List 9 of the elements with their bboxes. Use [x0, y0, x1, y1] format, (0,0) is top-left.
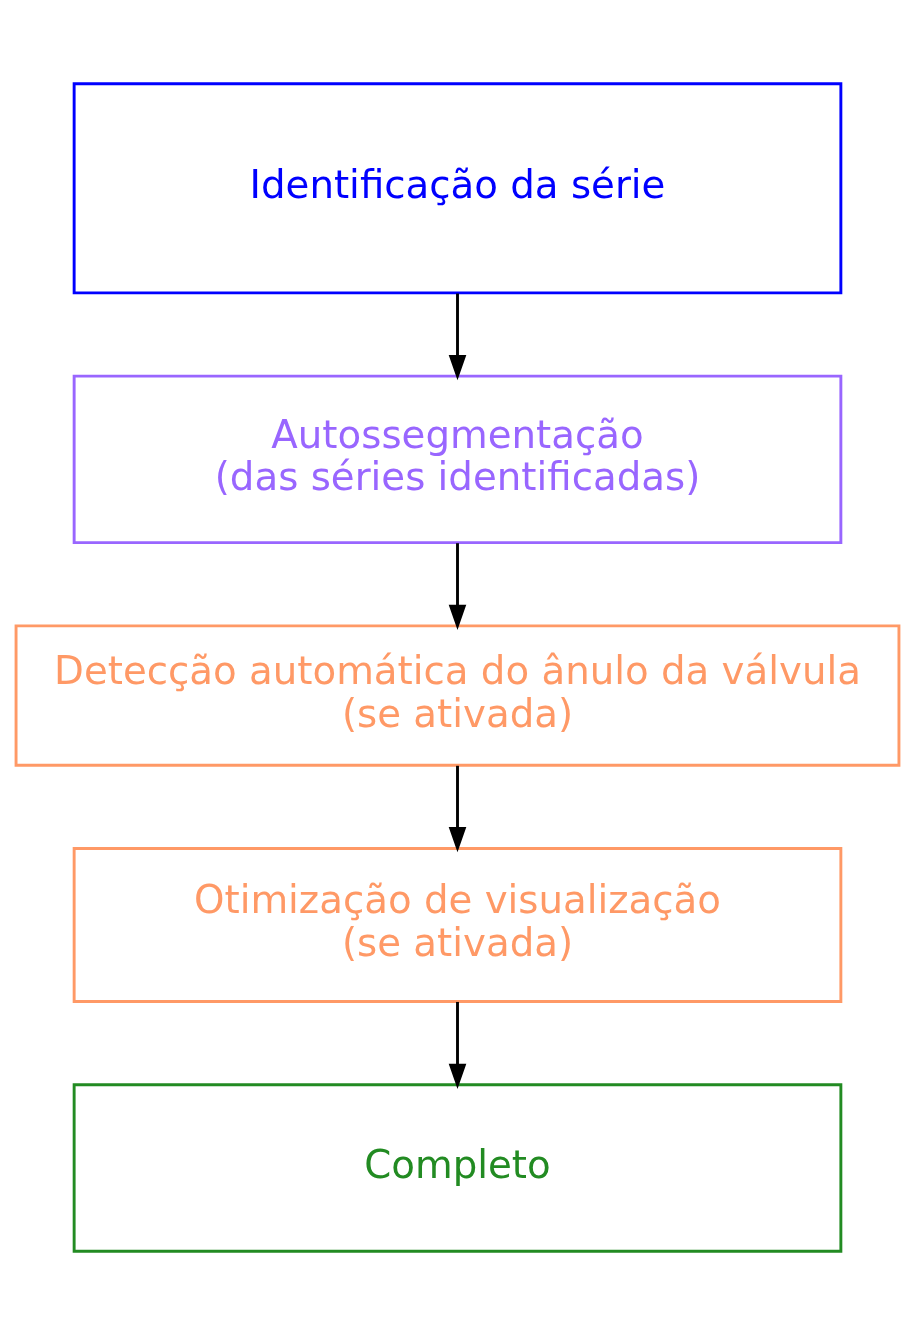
node-box: Otimização de visualização (se ativada): [72, 846, 843, 1003]
node-box: Autossegmentação (das séries identificadas): [72, 374, 843, 544]
arrow: [448, 542, 467, 630]
node-box: Identificação da série: [72, 81, 843, 294]
node-box: Completo: [72, 1082, 843, 1253]
node-box: Detecção automática do ânulo da válvula (se ativada): [14, 623, 901, 767]
arrow: [448, 293, 467, 380]
arrow: [448, 1001, 467, 1089]
arrow: [448, 765, 467, 852]
